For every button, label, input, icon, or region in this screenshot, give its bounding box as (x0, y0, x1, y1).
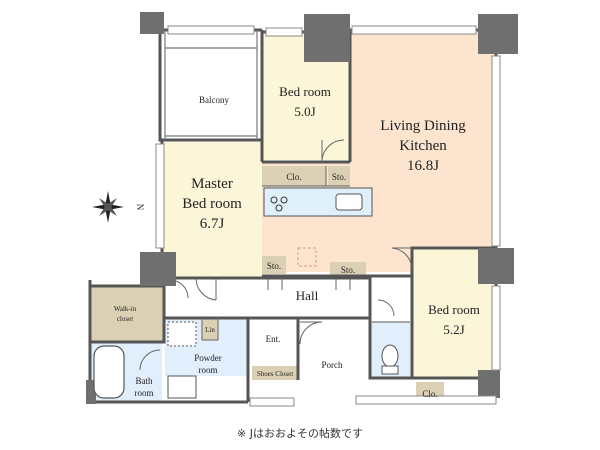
kitchen-counter (263, 187, 373, 267)
dining-table-icon (297, 247, 317, 267)
label-ldk-1: Living Dining (380, 118, 466, 134)
linen-floor (202, 318, 218, 340)
label-storage-1: Sto. (332, 172, 346, 182)
storage-mid-1 (262, 256, 286, 274)
label-closet-top: Clo. (286, 172, 301, 182)
thin-walls (164, 30, 410, 341)
washing-machine-icon (167, 321, 197, 347)
toilet-tank-icon (381, 365, 399, 375)
label-storage-2: Sto. (267, 261, 281, 271)
label-bedroom-top-2: 5.0J (294, 104, 315, 119)
storage-top-2 (328, 166, 350, 186)
label-master-3: 6.7J (200, 216, 225, 232)
stove-burner-icon (270, 196, 278, 204)
label-ldk-2: Kitchen (399, 138, 447, 154)
label-entrance: Ent. (266, 334, 281, 344)
label-hall: Hall (296, 288, 319, 303)
label-closet-right: Clo. (422, 389, 437, 399)
stove-burner-icon (275, 204, 283, 212)
label-balcony: Balcony (199, 95, 229, 105)
label-master-1: Master (191, 176, 233, 192)
stove-burner-icon (280, 196, 288, 204)
walkin-closet-floor (90, 286, 164, 342)
label-bedroom-right-2: 5.2J (443, 322, 464, 337)
structural-columns (86, 12, 518, 404)
toilet-icon (381, 344, 399, 368)
label-porch: Porch (322, 360, 343, 370)
washbasin-icon (167, 375, 197, 399)
windows (155, 25, 501, 407)
label-bedroom-top-1: Bed room (279, 84, 331, 99)
master-bedroom-floor (162, 142, 262, 278)
label-bedroom-right-1: Bed room (428, 302, 480, 317)
label-shoes-closet: Shoes Closet (257, 370, 293, 378)
doors (139, 139, 413, 371)
label-bath-1: Bath (136, 376, 153, 386)
label-ldk-3: 16.8J (407, 158, 439, 174)
compass-rose-icon (92, 191, 124, 223)
label-storage-3: Sto. (341, 265, 355, 275)
sink-icon (335, 193, 363, 211)
label-bath-2: room (135, 388, 154, 398)
label-linen: Lin (205, 326, 215, 334)
label-walkin-1: Walk-in (114, 305, 137, 313)
storage-mid-2 (330, 262, 366, 276)
label-powder-2: room (199, 365, 218, 375)
compass-north-label: N (135, 204, 145, 211)
label-powder-1: Powder (194, 353, 222, 363)
storage-top-1 (262, 166, 326, 186)
bathtub-icon (93, 345, 125, 399)
shoes-closet-floor (252, 366, 298, 380)
label-master-2: Bed room (182, 196, 242, 212)
label-walkin-2: closet (117, 315, 133, 323)
footnote: ※ Jはおおよその帖数です (237, 427, 363, 440)
